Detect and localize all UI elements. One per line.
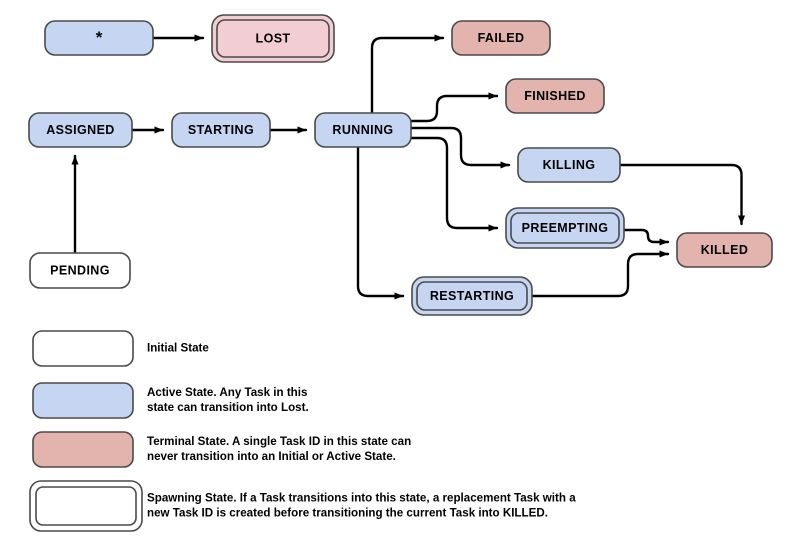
legend-description-line: Active State. Any Task in this: [147, 386, 307, 399]
edge-running-to-failed: [370, 34, 445, 115]
node-body: [28, 112, 133, 148]
state-node-assigned[interactable]: ASSIGNED: [28, 112, 133, 148]
spawning-inner-border: [216, 19, 330, 58]
node-label: ASSIGNED: [46, 123, 115, 137]
legend-swatch-inner: [35, 486, 137, 526]
legend-item-terminal: Terminal State. A single Task ID in this…: [32, 431, 411, 468]
node-layer: * LOST ASSIGNED STARTING RUNNING PENDING FAILE…: [28, 14, 773, 316]
edge-running-to-killing: [409, 126, 511, 169]
node-body: [517, 147, 621, 183]
legend-description-line: Terminal State. A single Task ID in this…: [147, 435, 411, 448]
state-node-killed[interactable]: KILLED: [676, 232, 773, 268]
node-body: [171, 112, 271, 148]
edge-running-to-finished: [409, 92, 499, 123]
node-body: [505, 78, 605, 114]
state-node-restarting[interactable]: RESTARTING: [411, 276, 533, 316]
legend-description-line: Spawning State. If a Task transitions in…: [147, 492, 576, 505]
state-node-starting[interactable]: STARTING: [171, 112, 271, 148]
spawning-inner-border: [510, 212, 620, 244]
state-node-killing[interactable]: KILLING: [517, 147, 621, 183]
legend-item-active: Active State. Any Task in this state can …: [32, 382, 309, 419]
edge-killing-to-killed: [618, 163, 746, 226]
node-label: KILLING: [543, 158, 596, 172]
edge-preempting-to-killed: [618, 228, 670, 246]
node-label: FINISHED: [524, 89, 586, 103]
node-body: [676, 232, 773, 268]
node-label: STARTING: [188, 123, 254, 137]
node-label: RUNNING: [332, 123, 393, 137]
node-body: [44, 20, 154, 56]
state-node-wildcard[interactable]: *: [44, 20, 154, 56]
legend-description-line: never transition into an Initial or Acti…: [147, 450, 396, 463]
state-node-lost[interactable]: LOST: [211, 14, 335, 63]
legend-description-line: Initial State: [147, 342, 209, 355]
edge-restarting-to-killed: [530, 250, 670, 298]
node-label: FAILED: [478, 31, 525, 45]
edge-layer: [71, 34, 746, 300]
legend-description-line: state can transition into Lost.: [147, 401, 309, 414]
spawning-inner-border: [416, 281, 528, 311]
state-node-finished[interactable]: FINISHED: [505, 78, 605, 114]
state-node-preempting[interactable]: PREEMPTING: [505, 207, 625, 249]
legend-item-spawning: Spawning State. If a Task transitions in…: [29, 480, 576, 532]
node-label: RESTARTING: [430, 289, 514, 303]
edge-running-to-restarting: [356, 145, 405, 300]
state-node-failed[interactable]: FAILED: [451, 20, 551, 56]
node-body: [314, 112, 412, 148]
state-node-running[interactable]: RUNNING: [314, 112, 412, 148]
node-label: KILLED: [701, 243, 749, 257]
legend-swatch: [32, 330, 134, 367]
node-label: PREEMPTING: [522, 221, 609, 235]
node-label: LOST: [256, 31, 291, 45]
legend-description-line: new Task ID is created before transition…: [147, 507, 548, 520]
node-body: [451, 20, 551, 56]
legend-item-initial: Initial State: [32, 330, 209, 367]
legend-swatch: [32, 431, 134, 468]
node-label: PENDING: [50, 263, 110, 277]
legend-swatch: [32, 382, 134, 419]
edge-running-to-preempting: [409, 136, 499, 232]
state-node-pending[interactable]: PENDING: [29, 252, 131, 289]
node-label: *: [96, 28, 103, 47]
node-body: [29, 252, 131, 289]
